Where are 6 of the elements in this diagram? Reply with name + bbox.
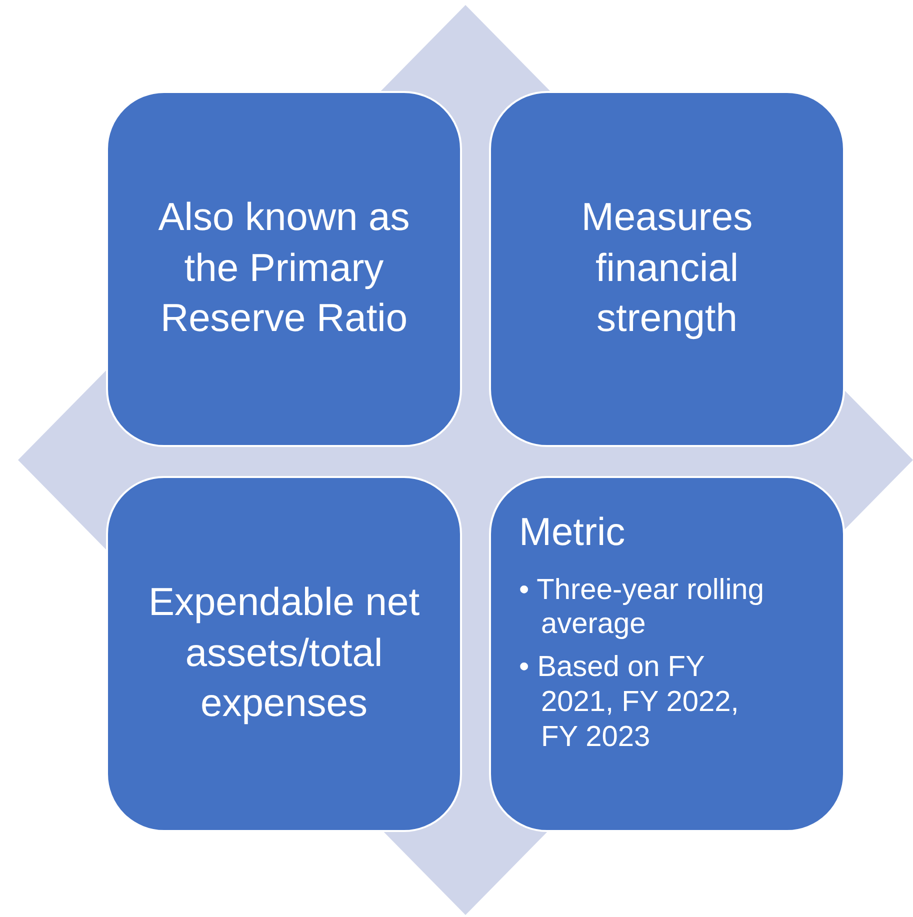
box-text: Also known as the Primary Reserve Ratio [157,194,411,342]
box-text: Measures financial strength [580,194,754,342]
bullet-item: • Three-year rolling average [519,572,765,642]
box-heading: Metric [519,510,626,556]
box-text: Expendable net assets/total expenses [147,580,421,728]
bullet-item: • Based on FY 2021, FY 2022, FY 2023 [519,650,740,755]
